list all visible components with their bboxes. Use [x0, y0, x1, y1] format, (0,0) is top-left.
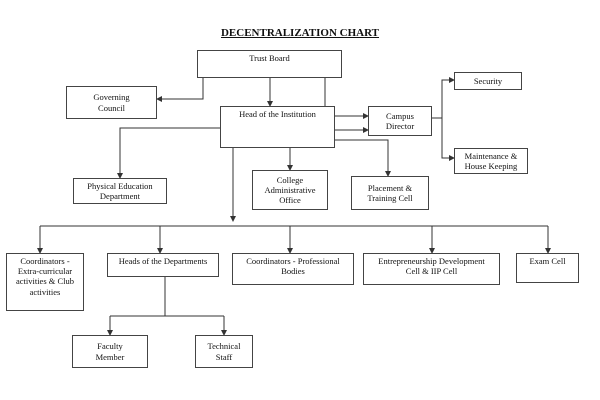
head-physical-connector — [117, 127, 220, 179]
trust-board-box: Trust Board — [197, 50, 342, 78]
exam-cell-box: Exam Cell — [516, 253, 579, 283]
chart-title: DECENTRALIZATION CHART — [220, 27, 380, 39]
physical-education-box: Physical Education Department — [73, 178, 167, 204]
faculty-member-box: Faculty Member — [72, 335, 148, 368]
director-maintenance-connector — [441, 118, 455, 161]
entrepreneurship-box: Entrepreneurship Development Cell & IIP … — [363, 253, 500, 285]
heads-departments-box: Heads of the Departments — [107, 253, 219, 277]
maintenance-box: Maintenance & House Keeping — [454, 148, 528, 174]
head-placement-connector — [335, 139, 391, 177]
technical-staff-box: Technical Staff — [195, 335, 253, 368]
governing-council-box: Governing Council — [66, 86, 157, 119]
coord-professional-box: Coordinators - Professional Bodies — [232, 253, 354, 285]
campus-director-box: Campus Director — [368, 106, 432, 136]
college-admin-box: College Administrative Office — [252, 170, 328, 210]
coord-extra-box: Coordinators - Extra-curricular activiti… — [6, 253, 84, 311]
trust-council-connector — [156, 73, 206, 102]
placement-box: Placement & Training Cell — [351, 176, 429, 210]
head-of-institution-box: Head of the Institution — [220, 106, 335, 148]
director-security-connector — [432, 77, 455, 119]
security-box: Security — [454, 72, 522, 90]
